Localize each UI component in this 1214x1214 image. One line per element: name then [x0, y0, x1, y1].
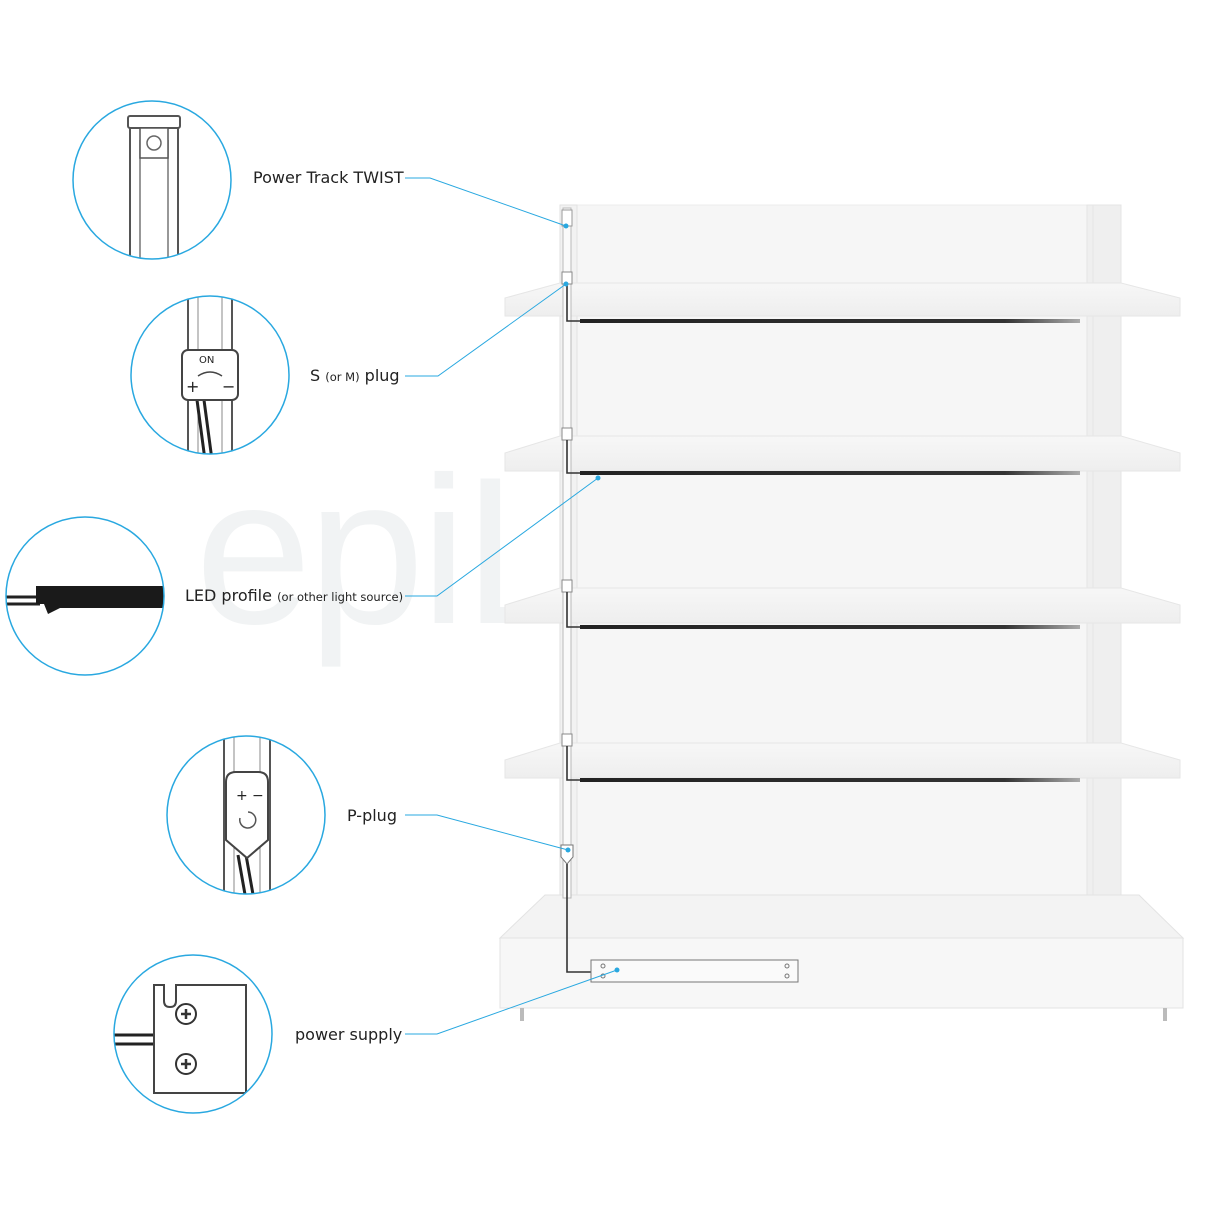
foot-left [520, 1008, 524, 1021]
led-profile-4 [580, 778, 1080, 782]
foot-right [1163, 1008, 1167, 1021]
label-led-profile-note: (or other light source) [277, 590, 404, 604]
s-plug-plus-mark: + [186, 377, 200, 396]
label-power-track: Power Track TWIST [253, 168, 404, 187]
shelf-2 [504, 435, 1181, 472]
leader-lines [405, 177, 618, 1035]
label-p-plug: P-plug [347, 806, 397, 825]
p-plug-minus-mark: − [252, 788, 264, 804]
label-s-plug-note: (or M) [325, 370, 360, 384]
p-plug-plus-mark: + [236, 788, 248, 804]
shelf-4 [504, 742, 1181, 779]
shelf-unit [498, 204, 1185, 1021]
s-plug-3 [561, 579, 573, 593]
base-top [498, 894, 1185, 939]
led-profile-2 [580, 471, 1080, 475]
supply-cable [566, 864, 592, 973]
detail-p-plug [166, 735, 326, 895]
led-profile-3 [580, 625, 1080, 629]
label-s-plug: S (or M) plug [310, 366, 400, 385]
label-power-supply: power supply [295, 1025, 403, 1044]
s-plug-minus-mark: − [222, 377, 236, 396]
power-supply-box [590, 959, 799, 983]
label-led-profile-main: LED profile [185, 586, 272, 605]
shelf-1 [504, 282, 1181, 317]
leader-dots [563, 223, 620, 973]
s-plug-4 [561, 733, 573, 747]
label-s-plug-tail: plug [364, 366, 400, 385]
label-led-profile: LED profile (or other light source) [185, 586, 403, 605]
detail-led-profile [5, 516, 165, 676]
label-s-plug-main: S [310, 366, 321, 385]
s-plug-on-mark: ON [199, 355, 215, 366]
detail-s-plug [130, 295, 290, 455]
s-plug-2 [561, 427, 573, 441]
shelf-3 [504, 587, 1181, 624]
detail-power-supply [113, 954, 273, 1114]
track-endcap [561, 209, 573, 227]
led-profile-1 [580, 319, 1080, 323]
detail-power-track [72, 100, 232, 260]
